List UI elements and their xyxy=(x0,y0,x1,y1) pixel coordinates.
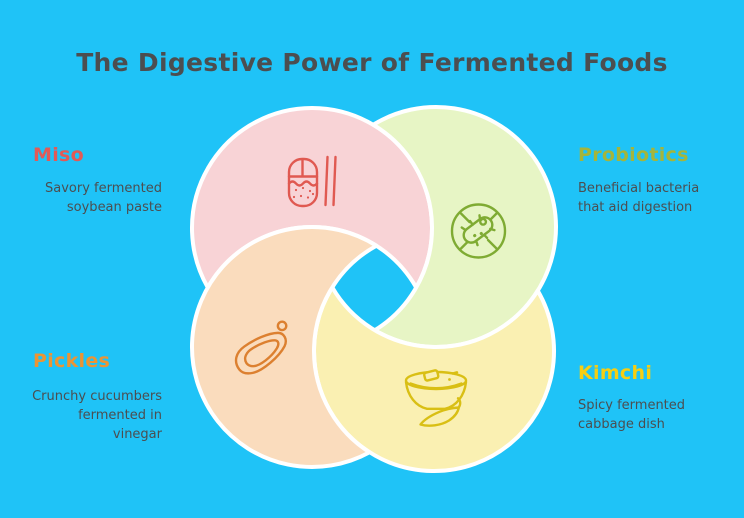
bacteria-ring xyxy=(450,203,507,259)
vacuole xyxy=(479,217,488,226)
soup-dash xyxy=(451,371,459,375)
pickle-stem xyxy=(276,320,288,332)
bento-dividers xyxy=(287,158,319,178)
pepper-stem xyxy=(456,397,462,409)
pickles-label-block: Pickles Crunchy cucumbers fermented in v… xyxy=(12,350,162,444)
rice-grains xyxy=(292,186,315,199)
soup-surface xyxy=(409,382,463,390)
ring-cross-lines xyxy=(459,212,498,250)
miso-label-block: Miso Savory fermented soybean paste xyxy=(12,144,162,217)
page-title: The Digestive Power of Fermented Foods xyxy=(76,48,668,77)
soup-bits xyxy=(448,378,451,381)
kimchi-heading: Kimchi xyxy=(578,362,653,384)
pickle-inner-line xyxy=(243,339,280,368)
probiotics-label-block: Probiotics Beneficial bacteria that aid … xyxy=(578,144,734,217)
rice-wave xyxy=(287,180,319,187)
bowl-body xyxy=(404,380,468,410)
miso-description: Savory fermented soybean paste xyxy=(45,181,162,215)
cilia xyxy=(460,214,496,247)
kimchi-label-block: Kimchi Spicy fermented cabbage dish xyxy=(578,362,734,434)
probiotics-description: Beneficial bacteria that aid digestion xyxy=(578,181,700,215)
tofu-cube xyxy=(422,369,440,382)
pickle-body xyxy=(234,331,287,375)
chopsticks xyxy=(324,155,337,207)
bacteria-icon xyxy=(450,203,507,259)
pickles-heading: Pickles xyxy=(33,350,111,372)
pickles-description: Crunchy cucumbers fermented in vinegar xyxy=(32,389,162,442)
probiotics-heading: Probiotics xyxy=(578,144,689,166)
kimchi-description: Spicy fermented cabbage dish xyxy=(578,398,686,432)
bacterium-dots xyxy=(473,231,483,238)
bacterium xyxy=(460,214,496,247)
pickle-icon xyxy=(234,320,288,375)
miso-heading: Miso xyxy=(33,144,84,166)
kimchi-bowl-pepper-icon xyxy=(404,369,468,427)
miso-bento-chopsticks-icon xyxy=(287,155,337,208)
